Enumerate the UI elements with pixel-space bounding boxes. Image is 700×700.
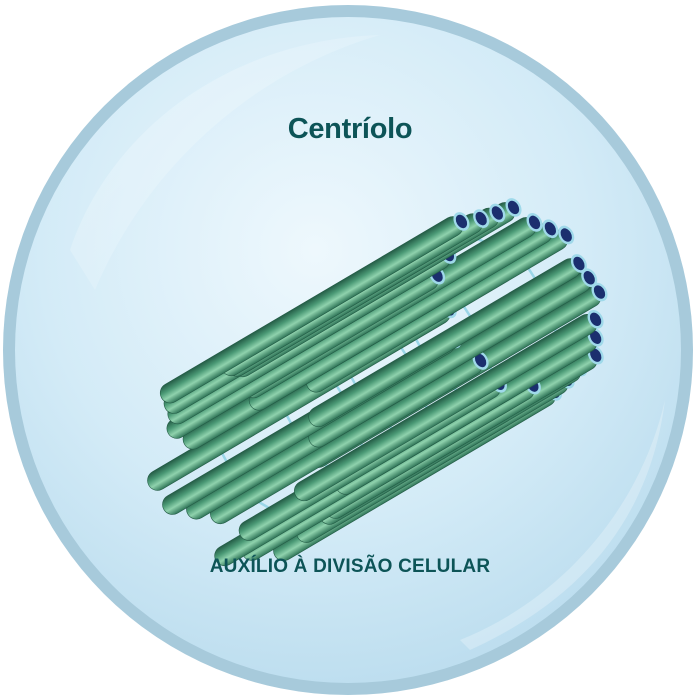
microtubule <box>248 219 559 411</box>
disc-glare <box>70 35 380 290</box>
microtubule <box>159 212 470 404</box>
centriole-illustration <box>147 198 608 567</box>
diagram-title: Centríolo <box>287 113 413 145</box>
microtubule <box>294 309 604 502</box>
microtubule <box>308 254 587 428</box>
microtubule <box>308 268 598 448</box>
diagram-caption: AUXÍLIO À DIVISÃO CELULAR <box>209 556 491 577</box>
